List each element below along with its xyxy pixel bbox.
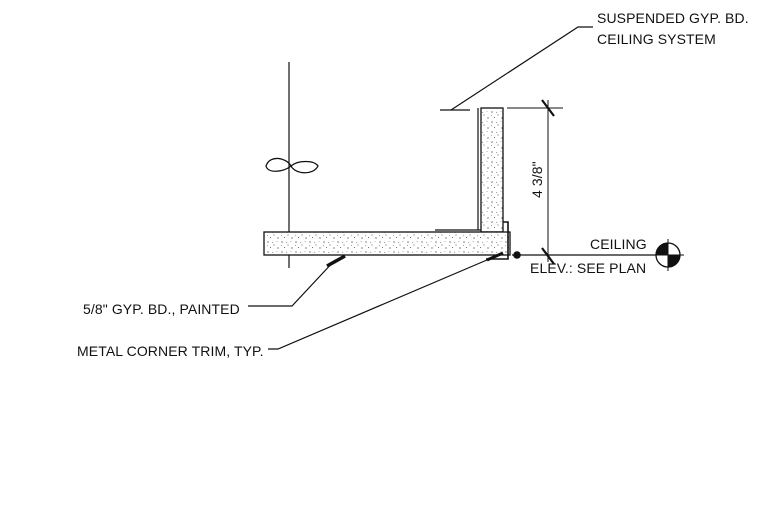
dimension-4-3-8	[507, 99, 563, 265]
trim-leader	[268, 256, 495, 350]
ceiling-label: CEILING	[590, 236, 647, 252]
suspended-label-1: SUSPENDED GYP. BD.	[597, 10, 749, 26]
break-line-icon	[265, 157, 319, 174]
gyp-callout-tick	[326, 254, 346, 268]
elevation-target-icon	[652, 239, 684, 271]
ceiling-point	[513, 251, 521, 259]
suspended-label-2: CEILING SYSTEM	[597, 31, 716, 47]
gyp-leader	[248, 259, 336, 307]
suspended-leader	[450, 26, 593, 111]
horizontal-gyp-board	[263, 231, 511, 256]
gyp-label: 5/8" GYP. BD., PAINTED	[83, 301, 240, 317]
elev-label: ELEV.: SEE PLAN	[530, 260, 646, 276]
dimension-label: 4 3/8"	[529, 161, 545, 198]
vertical-gyp-board	[480, 107, 504, 233]
trim-label: METAL CORNER TRIM, TYP.	[77, 343, 264, 359]
